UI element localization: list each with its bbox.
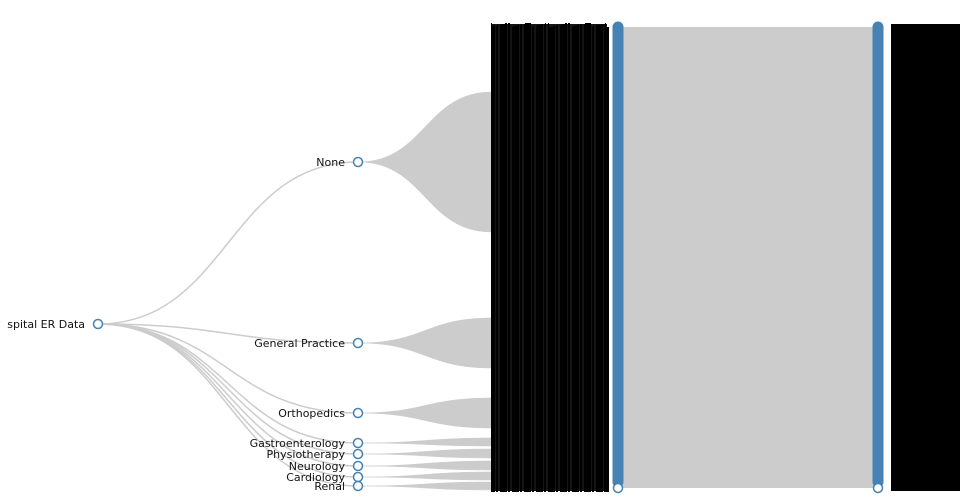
fan-neurology xyxy=(357,460,493,471)
leaf-label-block-right xyxy=(891,24,960,491)
leaf-band xyxy=(618,27,878,488)
leaf-fans xyxy=(357,91,493,491)
node-neurology[interactable] xyxy=(352,460,364,472)
fan-none xyxy=(357,91,493,233)
node-label-gastroenterology: Gastroenterology xyxy=(250,437,346,450)
node-label-neurology: Neurology xyxy=(289,460,346,473)
node-label-physiotherapy: Physiotherapy xyxy=(267,448,346,461)
node-label-orthopedics: Orthopedics xyxy=(278,407,345,420)
node-orthopedics[interactable] xyxy=(352,407,364,419)
tree-links xyxy=(97,161,359,487)
node-none[interactable] xyxy=(352,156,364,168)
link-root-to-orthopedics xyxy=(97,323,359,414)
fan-renal xyxy=(357,481,493,491)
leaf-labels-right xyxy=(891,24,960,491)
root-node[interactable] xyxy=(92,318,104,330)
node-gastroenterology[interactable] xyxy=(352,437,364,449)
node-physiotherapy[interactable] xyxy=(352,448,364,460)
leaf-label-column xyxy=(606,27,609,492)
node-label-none: None xyxy=(316,156,345,169)
leaf-connection-band xyxy=(618,27,878,488)
leaf-node[interactable] xyxy=(872,482,884,494)
root-node-label: spital ER Data xyxy=(7,318,85,331)
fan-general-practice xyxy=(357,317,493,369)
leaf-labels-left xyxy=(491,23,609,492)
fan-orthopedics xyxy=(357,397,493,429)
node-label-renal: Renal xyxy=(314,480,345,493)
fan-gastroenterology xyxy=(357,437,493,447)
node-label-cardiology: Cardiology xyxy=(286,471,345,484)
node-general-practice[interactable] xyxy=(352,337,364,349)
link-root-to-general-practice xyxy=(97,323,359,344)
node-label-general-practice: General Practice xyxy=(254,337,345,350)
link-root-to-none xyxy=(97,161,359,325)
node-cardiology[interactable] xyxy=(352,471,364,483)
leaf-label-block-left xyxy=(491,24,607,491)
node-renal[interactable] xyxy=(352,480,364,492)
link-root-to-renal xyxy=(97,323,359,487)
fan-cardiology xyxy=(357,471,493,481)
leaf-node[interactable] xyxy=(612,482,624,494)
fan-physiotherapy xyxy=(357,448,493,459)
